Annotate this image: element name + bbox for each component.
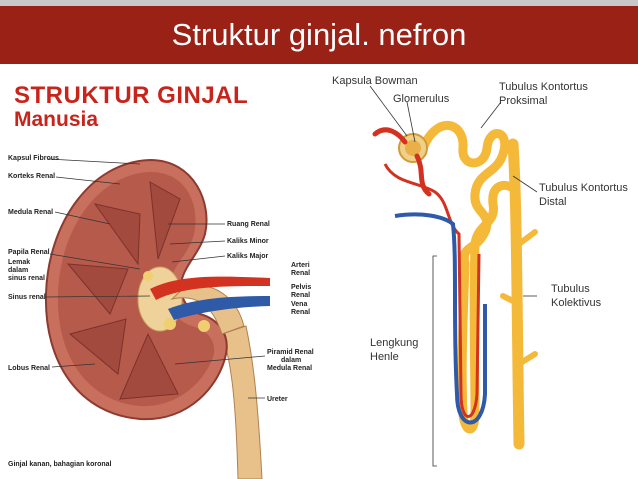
label-piramid-3: Medula Renal <box>267 365 312 372</box>
label-kolektivus-1: Tubulus <box>551 283 590 295</box>
label-pelvis-1: Pelvis <box>291 284 311 291</box>
loop-of-henle <box>457 180 518 434</box>
fat-lobule <box>164 318 176 330</box>
label-proksimal-2: Proksimal <box>499 95 547 107</box>
label-kapsul-fibrous: Kapsul Fibrous <box>8 155 59 162</box>
label-arteri-1: Arteri <box>291 262 310 269</box>
nephron-panel: Kapsula Bowman Glomerulus Tubulus Kontor… <box>325 64 638 479</box>
arteriole <box>372 127 432 197</box>
label-vena-1: Vena <box>291 301 307 308</box>
renal-pyramid <box>119 332 179 400</box>
label-glomerulus: Glomerulus <box>393 93 450 105</box>
label-ruang-renal: Ruang Renal <box>227 221 270 228</box>
label-medula-renal: Medula Renal <box>8 209 53 216</box>
kidney-panel: STRUKTUR GINJAL Manusia Kapsul Fibrous K… <box>0 64 325 479</box>
kidney-caption: Ginjal kanan, bahagian koronal <box>8 461 112 468</box>
label-henle-2: Henle <box>370 351 399 363</box>
kidney-subheading: Manusia <box>14 108 99 131</box>
nephron-leader-lines <box>369 85 538 467</box>
label-piramid-2: dalam <box>281 357 301 364</box>
label-piramid-1: Piramid Renal <box>267 349 314 356</box>
label-proksimal-1: Tubulus Kontortus <box>499 81 588 93</box>
fat-lobule <box>198 320 210 332</box>
nephron-illustration: Kapsula Bowman Glomerulus Tubulus Kontor… <box>332 75 628 467</box>
label-kolektivus-2: Kolektivus <box>551 297 602 309</box>
renal-pyramid <box>66 263 129 315</box>
collecting-duct <box>507 138 525 450</box>
vasa-recta-vein <box>394 212 487 425</box>
label-lobus-renal: Lobus Renal <box>8 365 50 372</box>
fat-lobule <box>143 271 153 281</box>
kidney-heading-block: STRUKTUR GINJAL Manusia <box>14 84 248 132</box>
label-ureter: Ureter <box>267 396 288 403</box>
label-vena-2: Renal <box>291 309 310 316</box>
slide-title: Struktur ginjal. nefron <box>171 17 467 52</box>
kidney-heading: STRUKTUR GINJAL <box>14 82 249 109</box>
label-distal-1: Tubulus Kontortus <box>539 182 628 194</box>
slide-body: STRUKTUR GINJAL Manusia Kapsul Fibrous K… <box>0 64 638 479</box>
label-henle-1: Lengkung <box>370 337 418 349</box>
label-kaliks-major: Kaliks Major <box>227 253 269 260</box>
label-papila-renal: Papila Renal <box>8 249 50 256</box>
label-kapsula-bowman: Kapsula Bowman <box>332 75 418 87</box>
kidney-illustration <box>44 158 270 479</box>
renal-vein <box>168 296 270 320</box>
glomerulus <box>405 140 421 156</box>
leader-lines <box>44 158 266 399</box>
peritubular-capillary <box>383 163 481 418</box>
label-lemak-3: sinus renal <box>8 275 45 282</box>
label-kaliks-minor: Kaliks Minor <box>227 238 269 245</box>
kidney-labels: Kapsul Fibrous Korteks Renal Medula Rena… <box>8 155 314 468</box>
collecting-duct-branches <box>500 229 538 367</box>
label-arteri-2: Renal <box>291 270 310 277</box>
label-pelvis-2: Renal <box>291 292 310 299</box>
renal-pyramid <box>93 203 141 266</box>
label-lemak-2: dalam <box>8 267 28 274</box>
top-strip <box>0 0 638 6</box>
renal-artery <box>150 276 270 300</box>
ureter-shape <box>221 325 263 479</box>
label-sinus-renal: Sinus renal <box>8 294 46 301</box>
label-lemak-1: Lemak <box>8 259 30 266</box>
label-distal-2: Distal <box>539 196 567 208</box>
title-bar: Struktur ginjal. nefron <box>0 6 638 64</box>
renal-pyramid <box>68 318 127 375</box>
renal-pyramid <box>149 181 181 260</box>
label-korteks-renal: Korteks Renal <box>8 173 55 180</box>
